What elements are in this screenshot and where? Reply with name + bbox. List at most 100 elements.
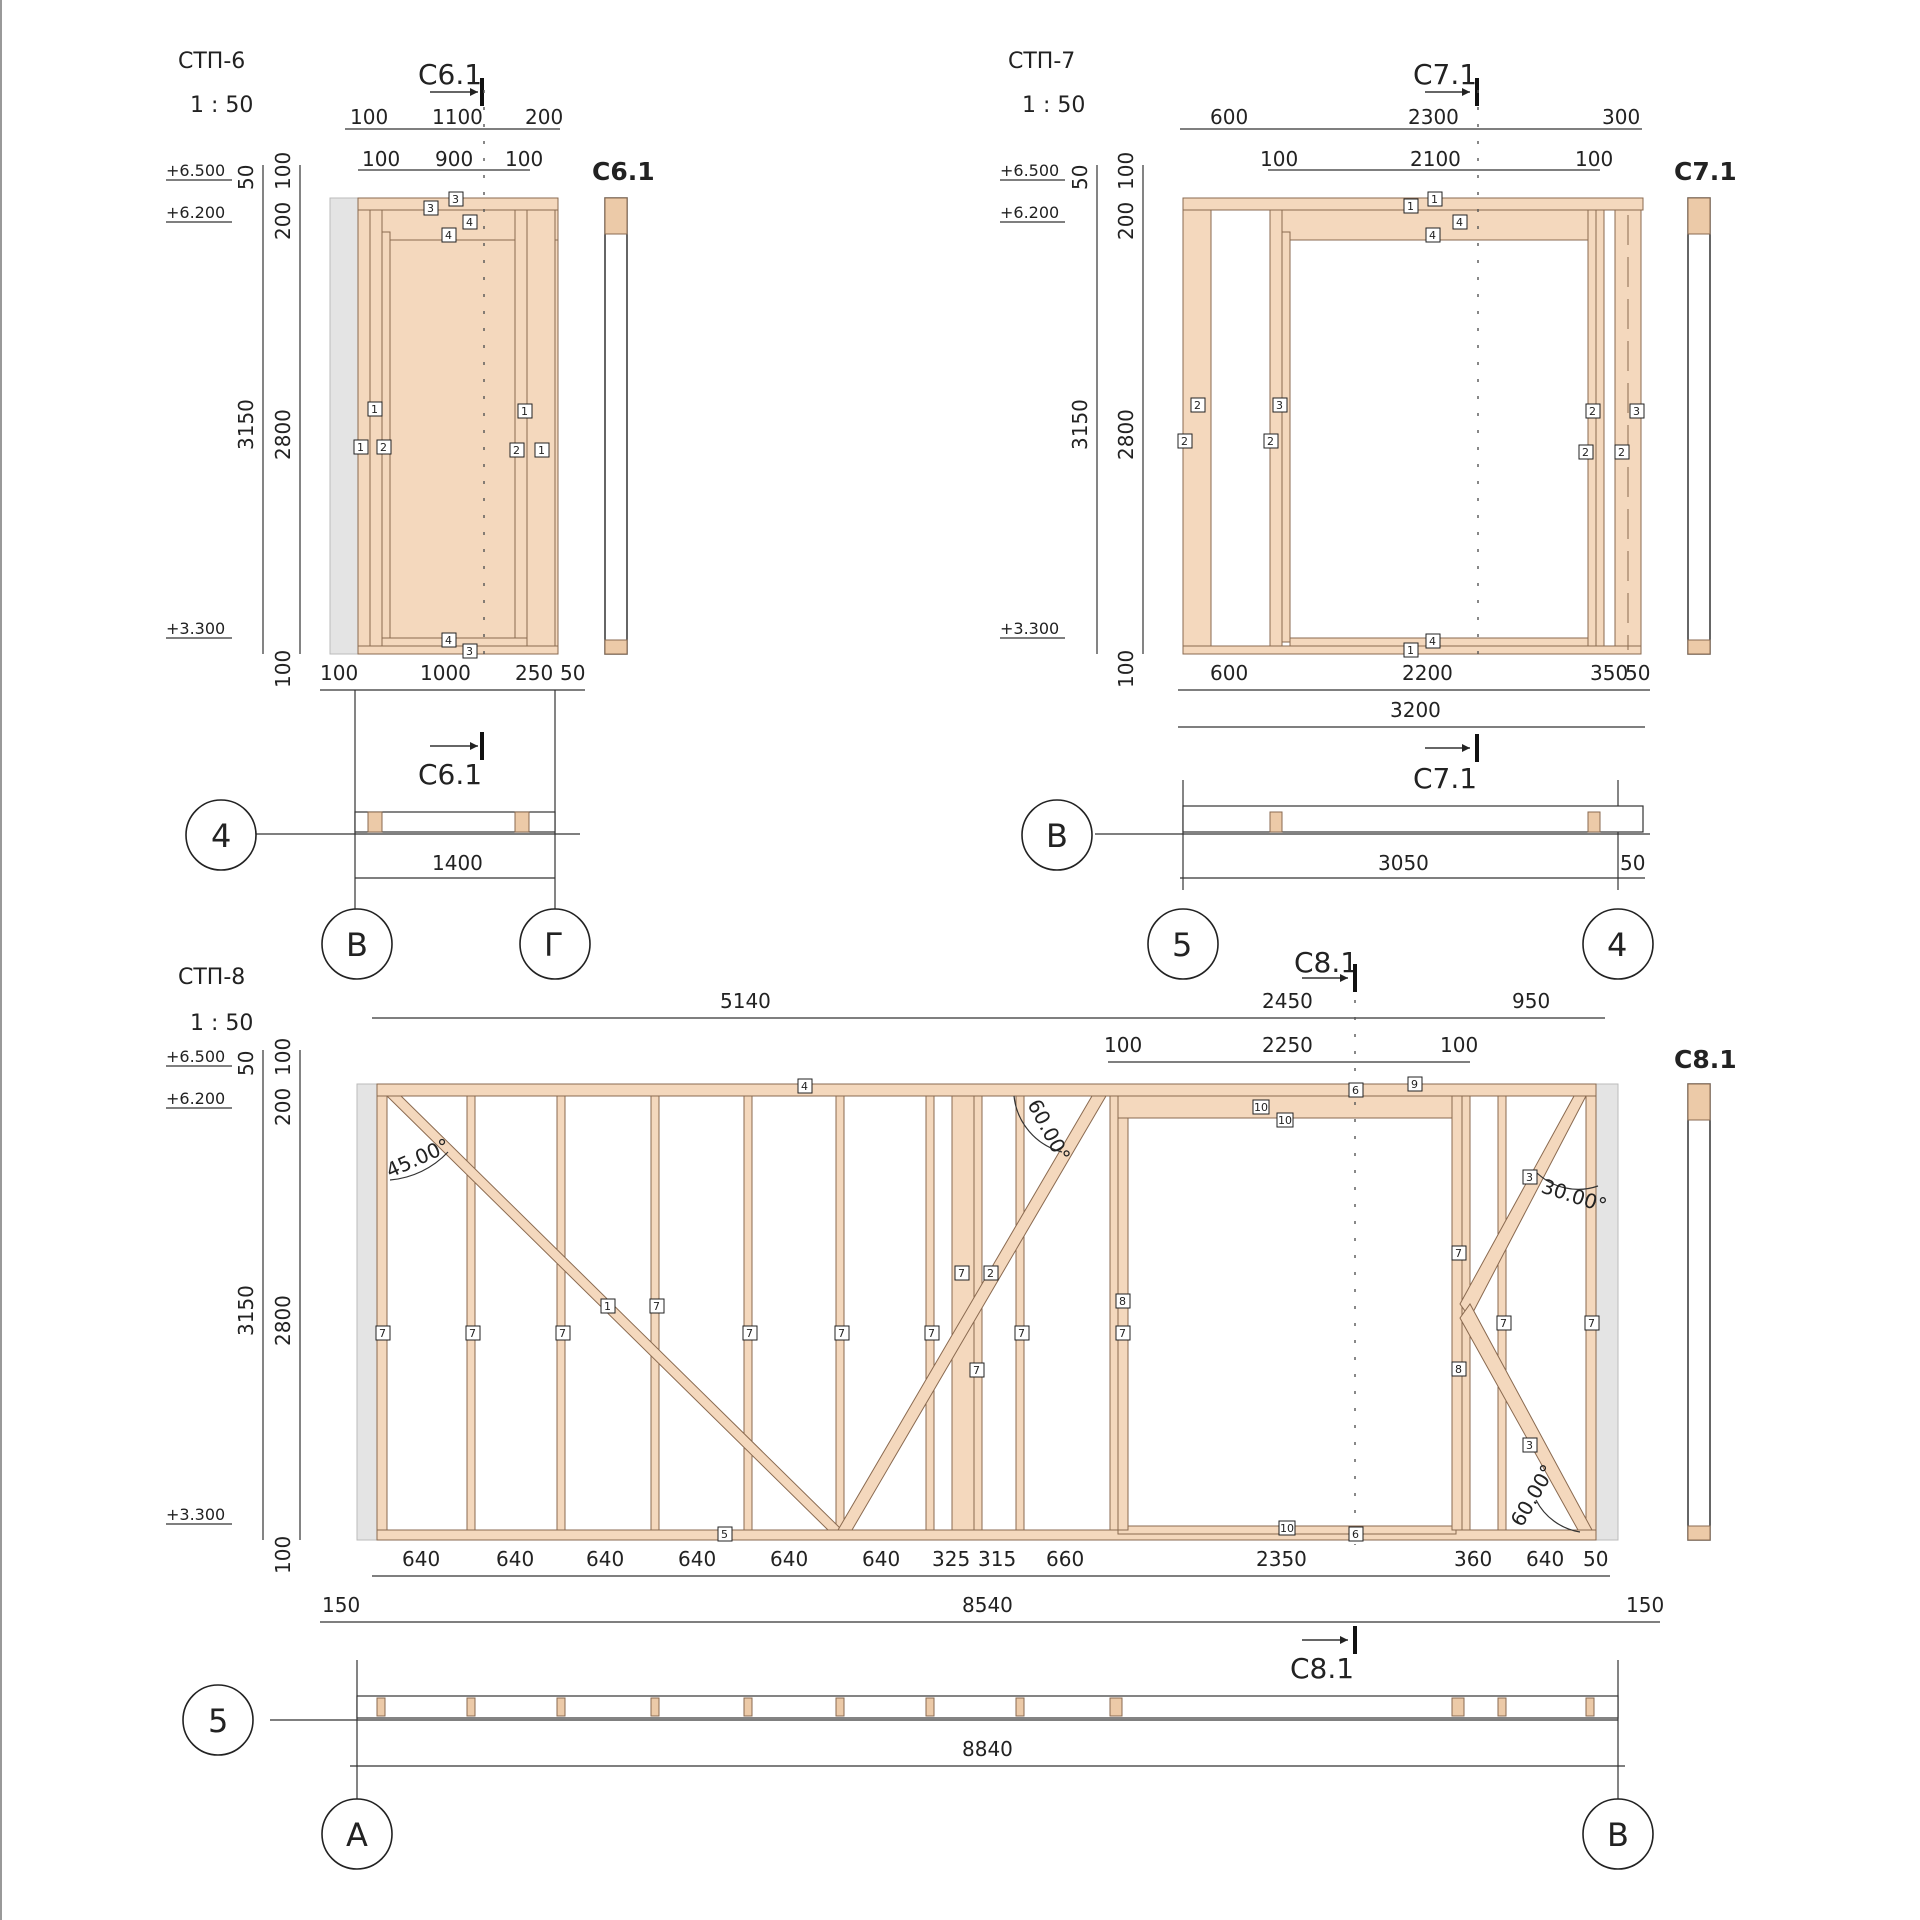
side-section-label: С7.1 <box>1674 157 1737 186</box>
section-label-bottom: С6.1 <box>418 758 482 791</box>
part-tag: 4 <box>445 634 452 647</box>
dim: 5140 <box>720 989 771 1013</box>
side-section-label: С6.1 <box>592 157 655 186</box>
part-tag: 1 <box>1431 193 1438 206</box>
view-stp7: СТП-7 1 : 50 С7.1 600 2300 300 100 2100 … <box>1000 49 1737 980</box>
part-tag: 4 <box>1429 229 1436 242</box>
grid-bubble <box>1021 799 1093 871</box>
dim: 1400 <box>432 851 483 875</box>
part-tag: 6 <box>1352 1084 1359 1097</box>
part-tag: 1 <box>1407 644 1414 657</box>
dim: 100 <box>1575 147 1613 171</box>
dim: 150 <box>1626 1593 1664 1617</box>
dim: 360 <box>1454 1547 1492 1571</box>
part-tag: 8 <box>1119 1295 1126 1308</box>
part-tag: 3 <box>1276 399 1283 412</box>
dim: 315 <box>978 1547 1016 1571</box>
dim: 8540 <box>962 1593 1013 1617</box>
dim: 100 <box>362 147 400 171</box>
grid-bubble <box>321 1798 393 1870</box>
dim: 3200 <box>1390 698 1441 722</box>
dim: 350 <box>1590 661 1628 685</box>
dim: 300 <box>1602 105 1640 129</box>
dim: 50 <box>1583 1547 1608 1571</box>
part-tags: 3 3 4 4 1 1 2 1 2 1 4 3 <box>353 191 550 659</box>
grid-bubble <box>1582 1798 1654 1870</box>
dim: 2800 <box>271 1295 295 1346</box>
part-tag: 4 <box>1456 216 1463 229</box>
dim: 200 <box>271 202 295 240</box>
dim: 200 <box>1114 202 1138 240</box>
dim: 3050 <box>1378 851 1429 875</box>
view-title: СТП-8 <box>178 965 245 990</box>
view-scale: 1 : 50 <box>1022 93 1085 118</box>
part-tags: 1 1 4 4 2 2 3 2 2 3 2 2 1 4 <box>1177 191 1645 658</box>
part-tag: 4 <box>466 216 473 229</box>
view-scale: 1 : 50 <box>190 1011 253 1036</box>
dim: 50 <box>1068 165 1092 190</box>
dim: 100 <box>271 152 295 190</box>
level-mark: +3.300 <box>166 619 225 638</box>
grid-label: 4 <box>1607 926 1627 964</box>
section-label-bottom: С7.1 <box>1413 762 1477 795</box>
part-tag: 10 <box>1278 1114 1292 1127</box>
level-mark: +6.500 <box>166 1047 225 1066</box>
grid-label: 4 <box>211 817 231 855</box>
grid-bubble <box>185 799 257 871</box>
part-tag: 7 <box>838 1327 845 1340</box>
part-tag: 2 <box>1194 399 1201 412</box>
dim: 50 <box>234 165 258 190</box>
part-tag: 1 <box>521 405 528 418</box>
dim: 100 <box>271 1536 295 1574</box>
part-tag: 3 <box>1526 1171 1533 1184</box>
part-tag: 7 <box>746 1327 753 1340</box>
dim: 640 <box>402 1547 440 1571</box>
part-tag: 3 <box>452 193 459 206</box>
part-tag: 7 <box>928 1327 935 1340</box>
part-tag: 2 <box>513 444 520 457</box>
part-tag: 7 <box>973 1364 980 1377</box>
dim: 2800 <box>271 409 295 460</box>
part-tag: 7 <box>1455 1247 1462 1260</box>
part-tag: 7 <box>653 1300 660 1313</box>
part-tag: 3 <box>427 202 434 215</box>
dim: 100 <box>271 650 295 688</box>
part-tag: 8 <box>1455 1363 1462 1376</box>
part-tag: 7 <box>1018 1327 1025 1340</box>
part-tag: 4 <box>801 1080 808 1093</box>
dim: 200 <box>271 1088 295 1126</box>
grid-bubble <box>519 908 591 980</box>
dim: 50 <box>1625 661 1650 685</box>
dim: 660 <box>1046 1547 1084 1571</box>
level-mark: +6.200 <box>166 203 225 222</box>
dim: 100 <box>350 105 388 129</box>
dim: 100 <box>271 1038 295 1076</box>
part-tag: 2 <box>380 441 387 454</box>
dim: 2300 <box>1408 105 1459 129</box>
dim: 100 <box>320 661 358 685</box>
dim: 2250 <box>1262 1033 1313 1057</box>
part-tag: 1 <box>604 1300 611 1313</box>
dim: 900 <box>435 147 473 171</box>
section-label: С7.1 <box>1413 58 1477 91</box>
dim: 100 <box>505 147 543 171</box>
part-tag: 7 <box>958 1267 965 1280</box>
part-tag: 1 <box>357 441 364 454</box>
part-tag: 7 <box>559 1327 566 1340</box>
dim: 640 <box>1526 1547 1564 1571</box>
grid-label: В <box>346 926 368 964</box>
part-tag: 3 <box>1633 405 1640 418</box>
part-tag: 10 <box>1280 1522 1294 1535</box>
part-tag: 3 <box>466 645 473 658</box>
part-tag: 7 <box>1119 1327 1126 1340</box>
part-tag: 2 <box>1267 435 1274 448</box>
grid-bubble <box>182 1684 254 1756</box>
part-tag: 2 <box>1181 435 1188 448</box>
part-tag: 2 <box>987 1267 994 1280</box>
level-mark: +6.200 <box>1000 203 1059 222</box>
part-tag: 4 <box>1429 635 1436 648</box>
view-title: СТП-6 <box>178 49 245 74</box>
dim: 3150 <box>234 399 258 450</box>
dim: 640 <box>678 1547 716 1571</box>
